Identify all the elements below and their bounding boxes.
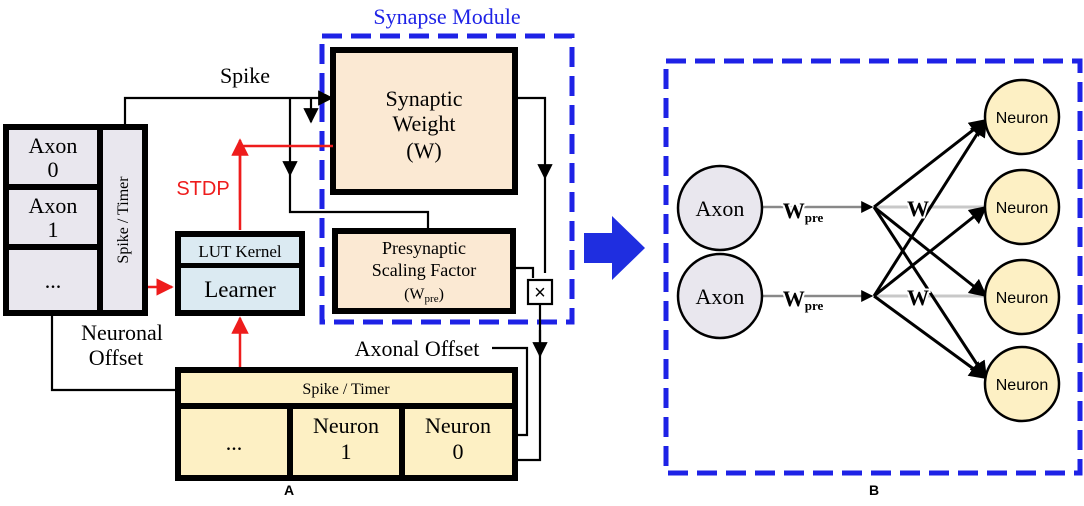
presynaptic-line1: Presynaptic <box>382 238 466 258</box>
axonal-offset-label: Axonal Offset <box>355 336 480 361</box>
synaptic-weight-line3: (W) <box>406 138 441 163</box>
presynaptic-line3: (Wpre) <box>404 286 444 305</box>
synaptic-weight-line2: Weight <box>393 111 456 136</box>
axon-cell-1 <box>9 190 97 244</box>
weight-connections-black <box>872 118 988 380</box>
axon-0-label: Axon <box>29 133 78 158</box>
neuron-node-3 <box>983 258 1061 336</box>
neuron-0-index: 0 <box>453 439 464 464</box>
panel-b: Axon Axon Wpre Wpre W W Neuron Neuron Ne… <box>663 58 1083 498</box>
panel-b-border <box>663 58 1083 476</box>
presynaptic-loop <box>288 175 430 232</box>
neuron-1-label: Neuron <box>313 413 379 438</box>
wpre-label-2: Wpre <box>783 286 824 313</box>
panel-a-label: A <box>284 482 294 498</box>
neuron-spike-timer-box <box>181 373 512 403</box>
learner-label: Learner <box>204 277 276 302</box>
wpre-label-1: Wpre <box>783 198 824 225</box>
learner-block: LUT Kernel Learner <box>175 231 305 316</box>
axon-0-index: 0 <box>48 157 59 182</box>
neuron-spike-timer-label: Spike / Timer <box>302 381 390 398</box>
axon-cell-0 <box>9 130 97 184</box>
transform-arrow-icon <box>584 216 645 280</box>
multiplier: × <box>526 278 554 306</box>
stdp-path <box>238 144 333 230</box>
axon-spike-timer-box <box>103 130 142 310</box>
axon-array: Axon 0 Axon 1 ... Spike / Timer <box>3 124 148 316</box>
multiplier-symbol: × <box>534 282 546 304</box>
synapse-module-border <box>319 33 575 325</box>
neuronal-offset-line2: Offset <box>89 345 144 370</box>
lut-kernel-label: LUT Kernel <box>198 242 282 261</box>
neuron-node-1-label: Neuron <box>996 110 1048 127</box>
axonal-offset-line <box>492 346 529 437</box>
spike-label: Spike <box>220 63 270 88</box>
neuron-cell-1 <box>293 409 399 475</box>
axon-node-1 <box>676 164 764 252</box>
neuronal-offset-line1: Neuronal <box>81 320 163 345</box>
neuron-node-4-label: Neuron <box>996 377 1048 394</box>
neuron-array: Spike / Timer ... Neuron 1 Neuron 0 <box>175 367 518 481</box>
synaptic-weight-box: Synaptic Weight (W) <box>330 47 518 195</box>
axon-more-label: ... <box>45 268 62 293</box>
axon-1-label: Axon <box>29 193 78 218</box>
w-label-2: W <box>907 285 929 310</box>
neuronal-offset-line <box>50 316 177 392</box>
w-label-1: W <box>907 196 929 221</box>
stdp-label: STDP <box>176 178 229 200</box>
spike-line <box>123 90 334 124</box>
neuron-cell-0 <box>405 409 512 475</box>
neuron-0-label: Neuron <box>425 413 491 438</box>
learner-box <box>181 268 299 310</box>
axon-node-1-label: Axon <box>696 196 745 221</box>
synapse-module-title: Synapse Module <box>373 4 520 29</box>
axon-cell-more <box>9 250 97 310</box>
multiplier-output <box>518 304 542 462</box>
neuron-node-2 <box>983 168 1061 246</box>
axon-node-2-label: Axon <box>696 284 745 309</box>
neuron-1-index: 1 <box>341 439 352 464</box>
panel-b-label: B <box>869 482 879 498</box>
neuron-node-4 <box>983 345 1061 423</box>
axon-1-index: 1 <box>48 217 59 242</box>
neuron-cell-more <box>181 409 287 475</box>
neuron-more-label: ... <box>226 430 243 455</box>
presynaptic-line2: Scaling Factor <box>372 260 476 280</box>
presynaptic-scaling-box: Presynaptic Scaling Factor (Wpre) <box>332 228 516 314</box>
lut-kernel-box <box>181 237 299 263</box>
presynaptic-to-multiplier <box>513 266 535 278</box>
neuron-node-3-label: Neuron <box>996 290 1048 307</box>
synaptic-weight-line1: Synaptic <box>386 86 463 111</box>
axon-spike-timer-label: Spike / Timer <box>115 176 132 264</box>
axon-node-2 <box>676 252 764 340</box>
neuron-node-2-label: Neuron <box>996 200 1048 217</box>
panel-a: Synapse Module Axon 0 Axon 1 ... Spike /… <box>3 4 575 498</box>
weight-output-line <box>515 96 553 180</box>
neuron-node-1 <box>983 78 1061 156</box>
